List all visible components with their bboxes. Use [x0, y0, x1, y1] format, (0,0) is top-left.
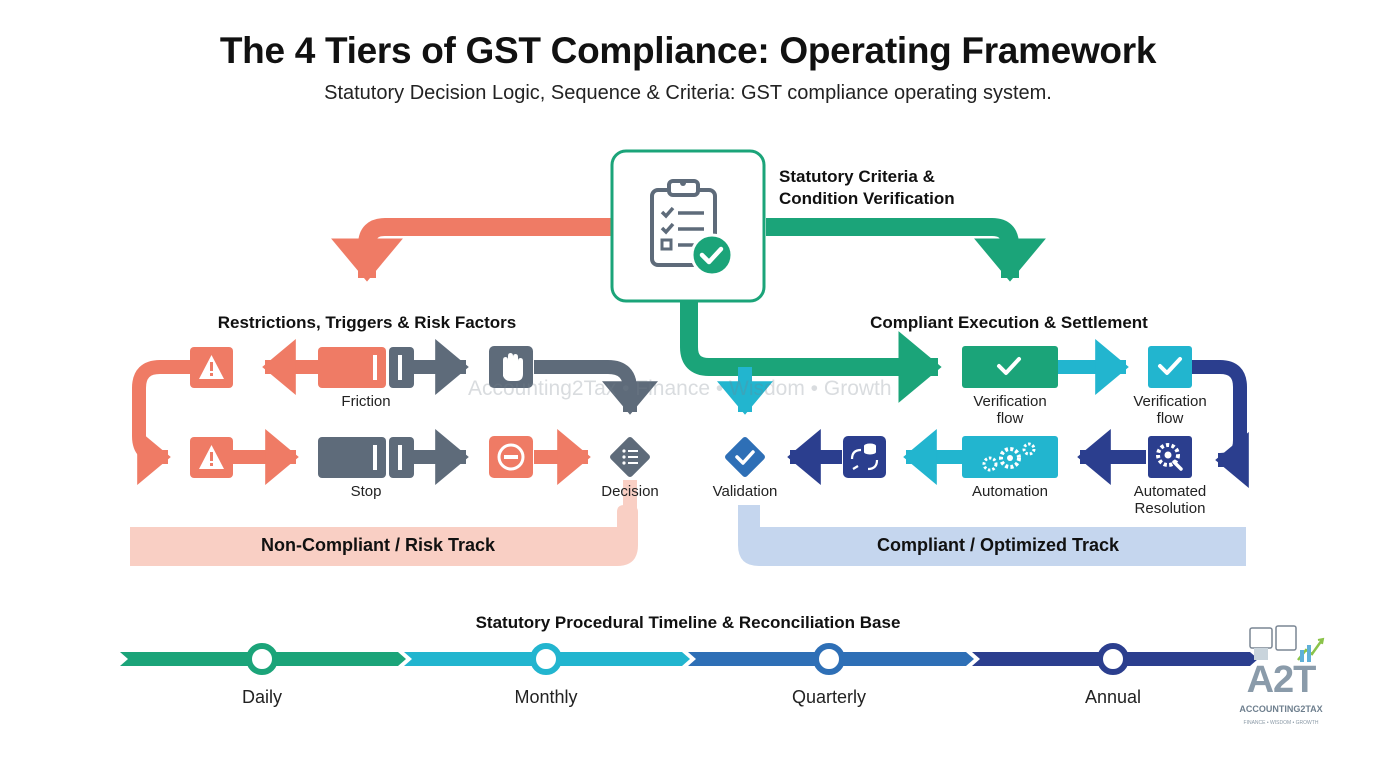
risk-track-band: [130, 505, 638, 566]
page-subtitle: Statutory Decision Logic, Sequence & Cri…: [324, 82, 1052, 104]
verify2-to-resolution-arrow: [1192, 360, 1249, 488]
logo-name: ACCOUNTING2TAX: [1239, 704, 1323, 714]
verification-flow-label-1: Verification flow: [950, 393, 1070, 427]
risk-branch-arrow: [331, 218, 612, 282]
criteria-verification-label: Statutory Criteria & Condition Verificat…: [779, 166, 955, 210]
center-down-arrow: [680, 300, 942, 403]
resolution-gear-icon: [1148, 436, 1192, 478]
validation-diamond-icon: [725, 437, 765, 477]
watermark-text: Accounting2Tax • Finance • Wisdom • Grow…: [468, 377, 892, 400]
data-sync-icon: [843, 436, 886, 478]
verification-check-icon-2: [1148, 346, 1192, 388]
compliant-branch-arrow: [766, 218, 1046, 282]
timeline-marker-annual: [1097, 643, 1129, 675]
timeline-marker-daily: [246, 643, 278, 675]
risk-loop-arrow: [132, 360, 190, 485]
compliant-track-band: [738, 505, 1246, 566]
automated-resolution-line1: Automated: [1133, 483, 1207, 500]
hand-stop-icon: [489, 346, 533, 388]
stop-label: Stop: [350, 483, 382, 500]
warning-icon: [190, 347, 233, 388]
hand-to-decision-arrow: [534, 360, 658, 415]
timeline-label-quarterly: Quarterly: [791, 687, 867, 707]
warning-icon-2: [190, 437, 233, 478]
risk-branch-heading: Restrictions, Triggers & Risk Factors: [217, 313, 517, 332]
timeline-label-monthly: Monthly: [514, 687, 578, 707]
timeline-marker-monthly: [530, 643, 562, 675]
automated-resolution-line2: Resolution: [1134, 500, 1206, 517]
logo-tagline: FINANCE • WISDOM • GROWTH: [1243, 720, 1319, 726]
timeline-label-daily: Daily: [241, 687, 282, 707]
criteria-verification-box: [610, 149, 766, 303]
compliant-branch-heading: Compliant Execution & Settlement: [870, 313, 1148, 332]
a2t-logo: [1249, 625, 1325, 662]
decision-label: Decision: [601, 483, 659, 500]
friction-barrier-icon: [318, 347, 414, 388]
friction-label: Friction: [341, 393, 391, 410]
verification-1-line1: Verification: [973, 393, 1047, 410]
decision-diamond-icon: [610, 437, 650, 477]
verification-1-line2: flow: [996, 410, 1024, 427]
verification-2-line2: flow: [1156, 410, 1184, 427]
timeline-bar: [120, 652, 1258, 666]
stop-barrier-icon: [318, 437, 414, 478]
automation-label: Automation: [972, 483, 1048, 500]
verification-flow-label-2: Verification flow: [1110, 393, 1230, 427]
compliant-track-label: Compliant / Optimized Track: [876, 535, 1120, 555]
timeline-heading: Statutory Procedural Timeline & Reconcil…: [475, 613, 901, 632]
automated-resolution-label: Automated Resolution: [1110, 483, 1230, 517]
verification-2-line1: Verification: [1133, 393, 1207, 410]
page-title: The 4 Tiers of GST Compliance: Operating…: [219, 30, 1157, 71]
risk-track-label: Non-Compliant / Risk Track: [260, 535, 496, 555]
criteria-label-line1: Statutory Criteria &: [779, 167, 935, 186]
no-entry-icon: [489, 436, 533, 478]
logo-mark: A2T: [1246, 659, 1317, 701]
automation-gears-icon: [962, 436, 1058, 478]
clipboard-check-icon: [650, 179, 734, 277]
timeline-label-annual: Annual: [1084, 687, 1142, 707]
verification-check-icon: [962, 346, 1058, 388]
timeline-marker-quarterly: [813, 643, 845, 675]
criteria-label-line2: Condition Verification: [779, 189, 955, 208]
validation-label: Validation: [712, 483, 778, 500]
